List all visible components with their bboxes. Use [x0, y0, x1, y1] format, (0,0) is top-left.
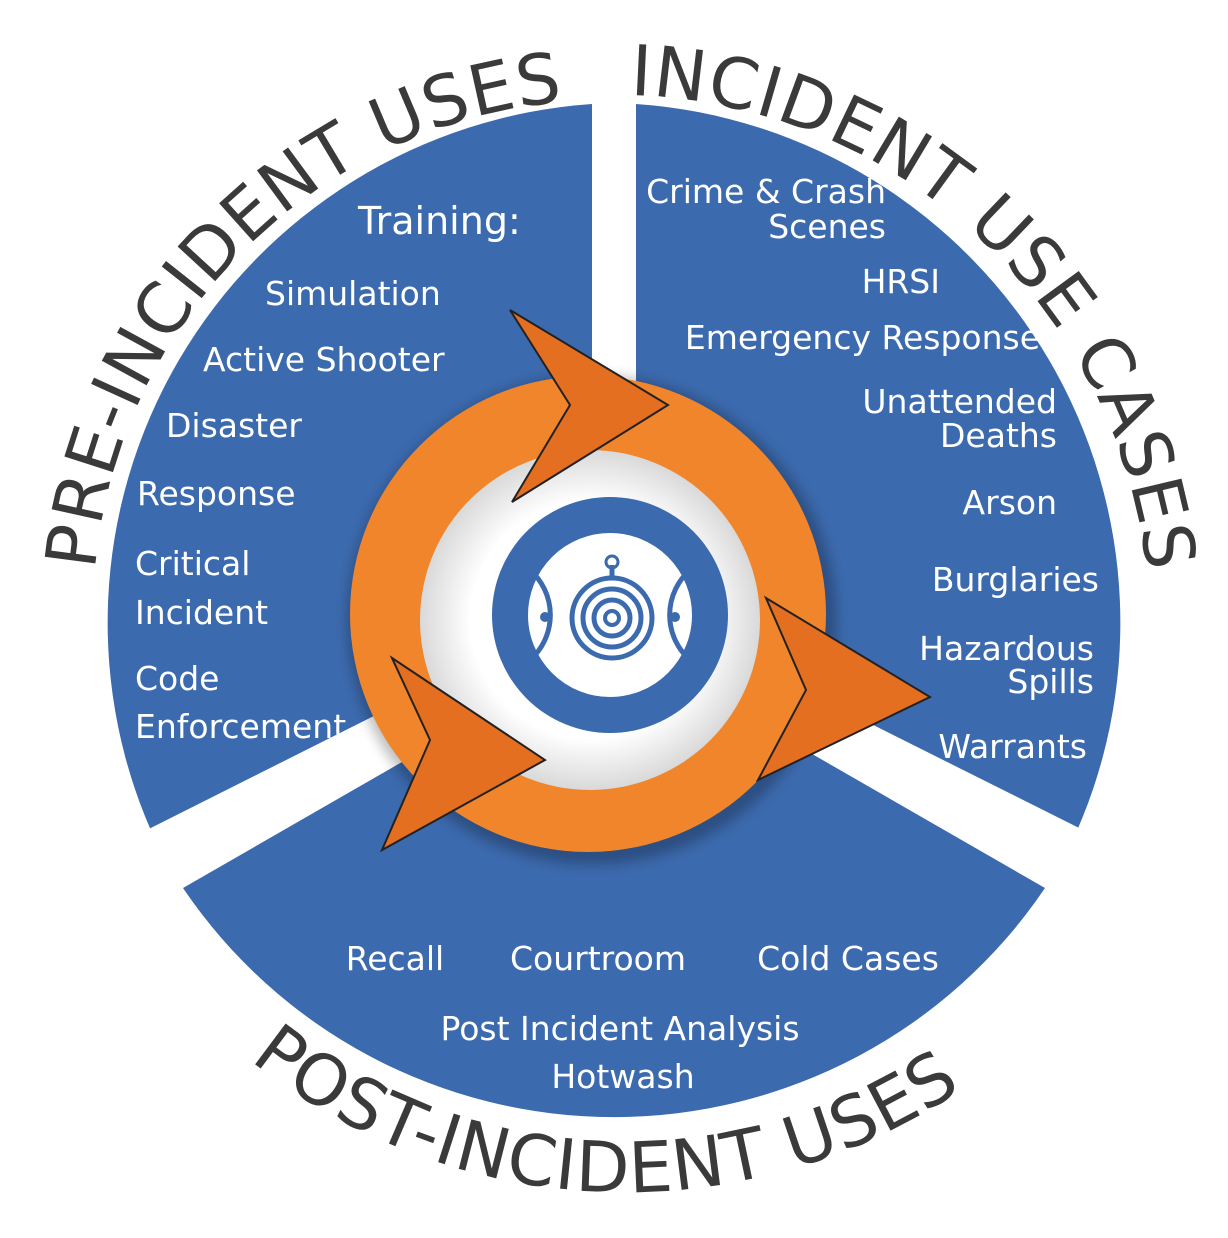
- list-item: Code: [135, 659, 219, 698]
- list-item: Deaths: [940, 416, 1057, 455]
- list-item: Unattended: [862, 382, 1057, 421]
- arrow-incident-to-post: [755, 595, 933, 783]
- list-item: Enforcement: [135, 707, 346, 746]
- list-item: Spills: [1007, 662, 1094, 701]
- list-item: Burglaries: [932, 560, 1099, 599]
- list-item: HRSI: [862, 262, 940, 301]
- list-item: Active Shooter: [203, 340, 445, 379]
- list-item: Cold Cases: [757, 939, 939, 978]
- post-incident-list: Recall Courtroom Cold Cases Post Inciden…: [346, 939, 939, 1096]
- list-item: Simulation: [265, 274, 441, 313]
- list-item: Hazardous: [919, 629, 1094, 668]
- sector-post-incident: [183, 640, 1045, 1118]
- list-item: Disaster: [166, 406, 302, 445]
- arrow-post-to-pre: [379, 655, 547, 853]
- pre-incident-list: Training: Simulation Active Shooter Disa…: [135, 199, 521, 746]
- list-item: Courtroom: [510, 939, 686, 978]
- list-item: Hotwash: [551, 1057, 694, 1096]
- list-item: Arson: [963, 483, 1057, 522]
- incident-list: Crime & Crash Scenes HRSI Emergency Resp…: [646, 172, 1099, 766]
- list-item: Response: [137, 474, 296, 513]
- list-item: Recall: [346, 939, 444, 978]
- scanner-target-icon: [492, 497, 728, 733]
- cycle-arrows: [379, 309, 933, 853]
- list-item: Incident: [135, 593, 268, 632]
- list-item: Scenes: [768, 207, 886, 246]
- training-heading: Training:: [357, 199, 521, 243]
- list-item: Critical: [135, 544, 250, 583]
- arrow-pre-to-incident: [509, 309, 670, 503]
- list-item: Warrants: [938, 727, 1087, 766]
- sectors: [107, 104, 1121, 1118]
- list-item: Emergency Response: [685, 318, 1040, 357]
- list-item: Crime & Crash: [646, 172, 886, 211]
- list-item: Post Incident Analysis: [440, 1009, 799, 1048]
